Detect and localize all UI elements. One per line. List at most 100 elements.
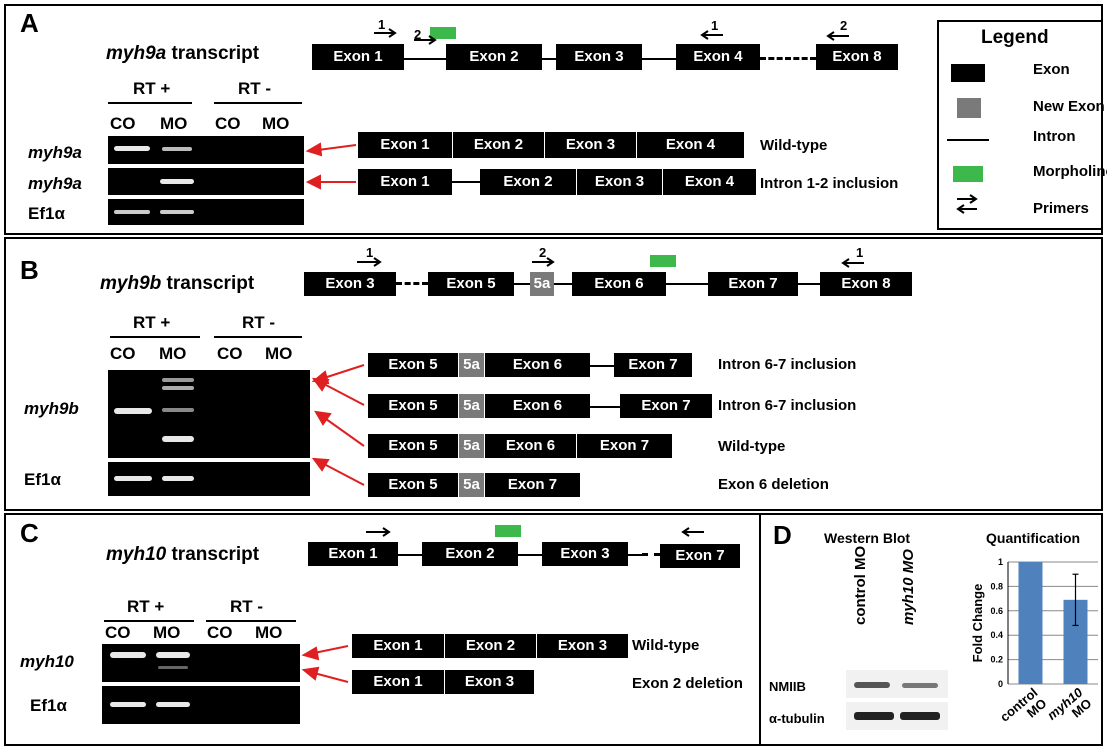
gel-band bbox=[110, 702, 146, 707]
exon-box: Exon 7 bbox=[660, 544, 740, 568]
legend-exon-swatch bbox=[951, 64, 985, 82]
primer-label: 2 bbox=[414, 27, 422, 42]
lane-label: MO bbox=[262, 114, 290, 133]
gel-image bbox=[108, 370, 310, 458]
header-rule bbox=[110, 336, 200, 338]
product-exon: Exon 1 bbox=[373, 673, 423, 690]
legend-item: Exon bbox=[1033, 61, 1070, 78]
product-exon: Exon 2 bbox=[452, 132, 544, 158]
product-exon-deletion: Exon 1 Exon 3 bbox=[352, 670, 534, 694]
intron-line bbox=[452, 181, 482, 183]
rt-plus-header: RT + bbox=[127, 597, 165, 616]
primers-icon bbox=[956, 194, 978, 214]
product-exon: Exon 5 bbox=[388, 397, 438, 414]
product-intron-inclusion: Exon 5 5a Exon 6 bbox=[368, 394, 590, 418]
product-exon: Exon 3 bbox=[544, 132, 636, 158]
product-desc: Exon 6 deletion bbox=[718, 476, 829, 493]
panel-d bbox=[759, 513, 1103, 746]
product-desc: Intron 6-7 inclusion bbox=[718, 356, 857, 373]
product-wild-type: Exon 5 5a Exon 6 Exon 7 bbox=[368, 434, 672, 458]
exon-box: Exon 3 bbox=[542, 542, 628, 566]
product-exon: Exon 6 bbox=[484, 353, 590, 377]
gel-band bbox=[114, 476, 152, 481]
y-tick-label: 0 bbox=[998, 679, 1003, 689]
product-exon: Exon 1 bbox=[380, 136, 430, 153]
blot-row-label: α-tubulin bbox=[769, 711, 825, 726]
product-exon: Exon 5 bbox=[388, 356, 438, 373]
y-tick-label: 0.4 bbox=[990, 630, 1003, 640]
product-desc: Wild-type bbox=[718, 438, 786, 455]
blot-row-label: NMIIB bbox=[769, 679, 806, 694]
blot-band bbox=[854, 712, 894, 720]
exon-box: Exon 8 bbox=[820, 272, 912, 296]
exon-box: Exon 1 bbox=[308, 542, 398, 566]
panel-d-label: D bbox=[773, 520, 792, 550]
product-desc: Exon 2 deletion bbox=[632, 675, 743, 692]
panel-b-title: myh9b transcript bbox=[100, 273, 255, 294]
product-desc: Intron 6-7 inclusion bbox=[718, 397, 857, 414]
primer-label: 2 bbox=[840, 18, 848, 33]
lane-label: MO bbox=[265, 344, 293, 363]
lane-label: MO bbox=[255, 623, 283, 642]
gel-row-label: Ef1α bbox=[30, 696, 67, 715]
morpholino-marker bbox=[650, 255, 676, 267]
intron-line bbox=[398, 554, 642, 556]
legend-intron-swatch bbox=[947, 139, 989, 141]
lane-label: CO bbox=[215, 114, 241, 133]
product-intron-inclusion: Exon 2 Exon 3 Exon 4 bbox=[480, 169, 756, 195]
gel-band bbox=[110, 652, 146, 658]
y-tick-label: 0.2 bbox=[990, 655, 1003, 665]
gel-row-label: Ef1α bbox=[24, 470, 61, 489]
product-exon: Exon 7 bbox=[576, 434, 672, 458]
lane-label: CO bbox=[110, 114, 136, 133]
lane-label: CO bbox=[105, 623, 131, 642]
blot-band bbox=[902, 683, 938, 688]
product-intron-inclusion: Exon 5 5a Exon 6 bbox=[368, 353, 590, 377]
header-rule bbox=[214, 102, 302, 104]
legend-new-exon-swatch bbox=[957, 98, 981, 118]
exon-box: Exon 2 bbox=[422, 542, 518, 566]
header-rule bbox=[214, 336, 302, 338]
product-exon: Exon 4 bbox=[662, 169, 756, 195]
gel-row-label: myh9a bbox=[28, 143, 82, 162]
new-exon-box: 5a bbox=[530, 272, 554, 296]
lane-label: CO bbox=[207, 623, 233, 642]
primer-label: 1 bbox=[366, 245, 374, 260]
rt-plus-header: RT + bbox=[133, 79, 171, 98]
gel-band bbox=[114, 408, 152, 414]
rt-minus-header: RT - bbox=[230, 597, 264, 616]
morpholino-marker bbox=[430, 27, 456, 39]
product-wild-type: Exon 1 Exon 2 Exon 3 bbox=[352, 634, 628, 658]
product-desc: Wild-type bbox=[760, 137, 828, 154]
exon-box: Exon 1 bbox=[312, 44, 404, 70]
gel-band bbox=[158, 666, 188, 669]
exon-box: Exon 3 bbox=[304, 272, 396, 296]
product-new-exon: 5a bbox=[458, 473, 484, 497]
dashed-intron bbox=[760, 57, 816, 60]
product-exon: Exon 7 bbox=[614, 353, 692, 377]
morpholino-marker bbox=[495, 525, 521, 537]
primer-label: 1 bbox=[378, 17, 386, 32]
product-desc: Wild-type bbox=[632, 637, 700, 654]
exon-box: Exon 8 bbox=[816, 44, 898, 70]
blot-image bbox=[846, 670, 948, 698]
product-exon: Exon 6 bbox=[484, 394, 590, 418]
y-tick-label: 0.8 bbox=[990, 581, 1003, 591]
product-exon: Exon 7 bbox=[484, 473, 580, 497]
rt-minus-header: RT - bbox=[238, 79, 272, 98]
y-tick-label: 1 bbox=[998, 557, 1003, 567]
blot-band bbox=[854, 682, 890, 688]
product-exon: Exon 2 bbox=[503, 173, 553, 190]
panel-c-title: myh10 transcript bbox=[106, 544, 260, 565]
gel-row-label: myh9a bbox=[28, 174, 82, 193]
gel-band bbox=[160, 210, 194, 214]
gel-image bbox=[108, 168, 304, 195]
gel-band bbox=[156, 702, 190, 707]
gel-row-label: myh9b bbox=[24, 399, 79, 418]
lane-label: MO bbox=[160, 114, 188, 133]
exon-box: Exon 3 bbox=[556, 44, 642, 70]
gel-row-label: Ef1α bbox=[28, 204, 65, 223]
